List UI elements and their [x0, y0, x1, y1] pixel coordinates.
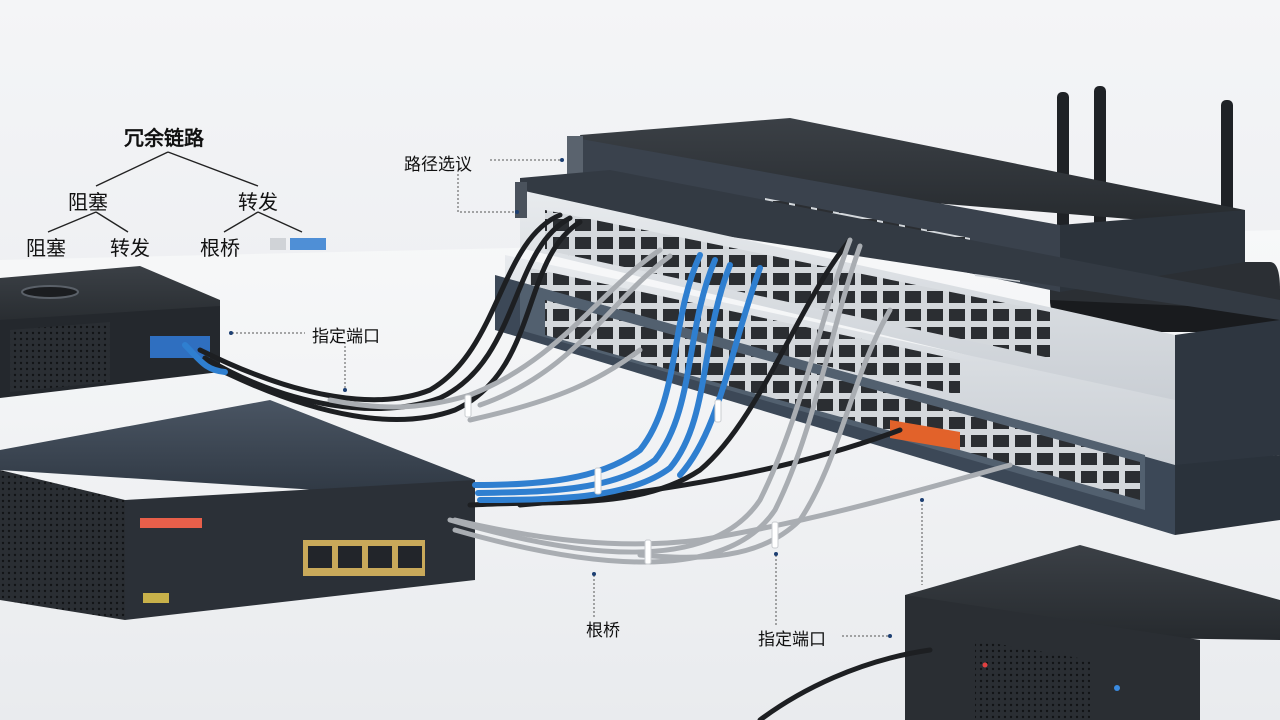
tree-title: 冗余链路 [124, 126, 204, 150]
legend-swatch-blue [290, 238, 326, 250]
tree-node-left: 阻塞 [68, 190, 108, 214]
legend-swatch-gray [270, 238, 286, 250]
switch-left-small [0, 266, 220, 398]
callout-designated-port-bottom: 指定端口 [758, 630, 826, 650]
tree-node-left-right: 转发 [110, 236, 150, 260]
switch-left-large [0, 400, 475, 620]
callout-designated-port-left: 指定端口 [312, 327, 380, 347]
callout-leaders [232, 159, 923, 637]
tree-node-right: 转发 [238, 190, 278, 214]
tree-lines [47, 151, 303, 233]
callout-root-bridge: 根桥 [586, 621, 620, 641]
tree-node-left-left: 阻塞 [26, 236, 66, 260]
tree-node-right-left: 根桥 [200, 236, 240, 260]
callout-path-election: 路径选议 [404, 155, 472, 175]
cable-ties [464, 394, 779, 565]
callout-dots [229, 158, 924, 638]
switch-bottom-right [905, 545, 1280, 720]
switch-middle-2 [505, 255, 1280, 470]
cables [182, 212, 1013, 720]
switch-middle-1 [515, 170, 1280, 405]
